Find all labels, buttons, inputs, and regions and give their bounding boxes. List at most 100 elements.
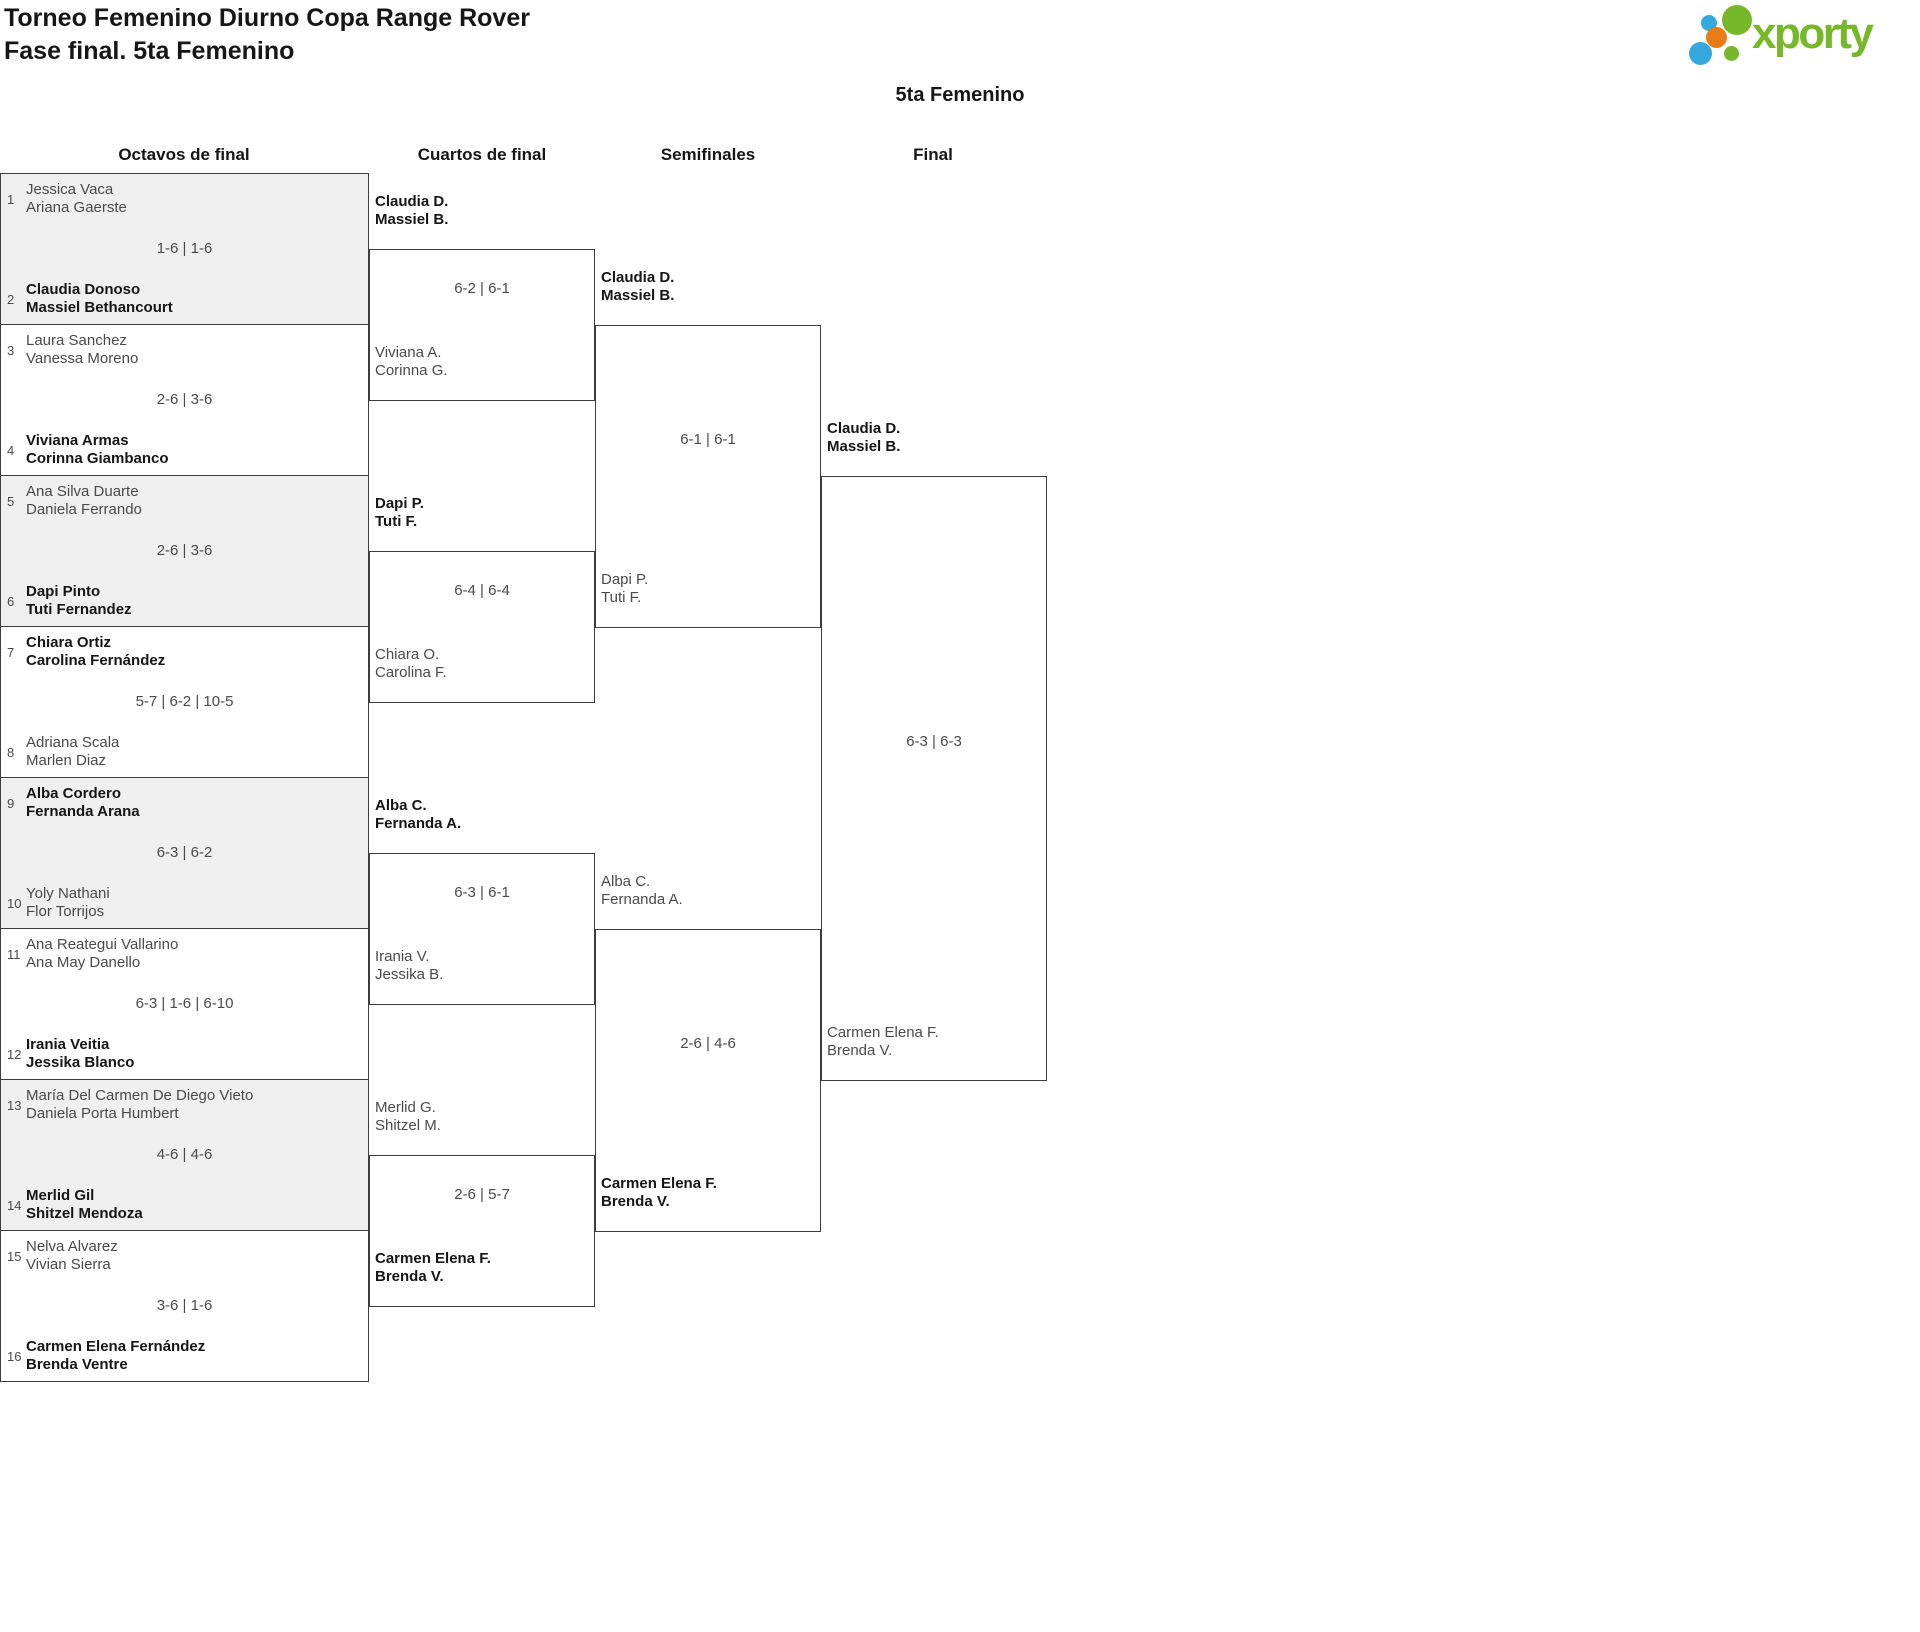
match-box-qf-3 xyxy=(369,853,595,1005)
team-label: Alba C.Fernanda A. xyxy=(375,797,461,833)
tournament-title: Torneo Femenino Diurno Copa Range Rover … xyxy=(4,2,530,68)
logo-dot-green-large-icon xyxy=(1722,5,1752,35)
player-name: Yoly Nathani xyxy=(26,885,110,902)
player-name: Ana Silva Duarte xyxy=(26,483,139,500)
player-name: Shitzel Mendoza xyxy=(26,1205,143,1222)
logo-dot-orange-icon xyxy=(1706,27,1727,48)
player-name: Ariana Gaerste xyxy=(26,199,127,216)
match-score: 6-3 | 1-6 | 6-10 xyxy=(135,995,234,1012)
player-name: María Del Carmen De Diego Vieto xyxy=(26,1087,254,1104)
round-header-4: Final xyxy=(913,145,953,164)
player-name: Fernanda A. xyxy=(375,815,462,832)
player-name: Jessika Blanco xyxy=(26,1054,135,1071)
seed-number: 5 xyxy=(7,493,15,509)
player-name: Carmen Elena F. xyxy=(827,1024,939,1041)
seed-number: 14 xyxy=(7,1197,22,1213)
logo-dot-blue-large-icon xyxy=(1689,42,1712,65)
player-name: Brenda Ventre xyxy=(26,1356,128,1373)
player-name: Ana May Danello xyxy=(26,954,141,971)
category-title: 5ta Femenino xyxy=(895,84,1025,106)
team-label: Alba C.Fernanda A. xyxy=(601,873,683,909)
xporty-logo[interactable]: xporty xyxy=(1686,0,1906,80)
seed-number: 13 xyxy=(7,1097,22,1113)
player-name: Massiel B. xyxy=(375,211,449,228)
match-score: 2-6 | 3-6 xyxy=(156,542,213,559)
player-name: Fernanda Arana xyxy=(26,803,140,820)
match-score: 4-6 | 4-6 xyxy=(156,1146,213,1163)
player-name: Massiel Bethancourt xyxy=(26,299,173,316)
seed-number: 16 xyxy=(7,1348,22,1364)
match-box-sf-2 xyxy=(595,929,821,1232)
player-name: Chiara Ortiz xyxy=(26,634,112,651)
round-header-1: Octavos de final xyxy=(118,145,250,164)
player-name: Brenda V. xyxy=(827,1042,893,1059)
match-box-qf-4 xyxy=(369,1155,595,1307)
player-name: Irania V. xyxy=(375,948,430,965)
player-name: Dapi Pinto xyxy=(26,583,101,600)
player-name: Jessica Vaca xyxy=(26,181,114,198)
player-name: Alba C. xyxy=(375,797,427,814)
player-name: Vanessa Moreno xyxy=(26,350,139,367)
match-box-qf-1 xyxy=(369,249,595,401)
player-name: Laura Sanchez xyxy=(26,332,127,349)
team-label: Dapi P.Tuti F. xyxy=(375,495,424,531)
tournament-title-line1: Torneo Femenino Diurno Copa Range Rover xyxy=(4,4,530,32)
player-name: Vivian Sierra xyxy=(26,1256,111,1273)
team-label: Carmen Elena F.Brenda V. xyxy=(601,1175,717,1211)
player-name: Dapi P. xyxy=(375,495,424,512)
team-label: Chiara O.Carolina F. xyxy=(375,646,447,682)
player-name: Corinna Giambanco xyxy=(26,450,169,467)
player-name: Claudia D. xyxy=(375,193,449,210)
seed-number: 10 xyxy=(7,895,22,911)
match-box-sf-1 xyxy=(595,325,821,628)
player-name: Brenda V. xyxy=(601,1193,670,1210)
player-name: Irania Veitia xyxy=(26,1036,110,1053)
seed-number: 11 xyxy=(7,946,21,962)
player-name: Viviana Armas xyxy=(26,432,129,449)
match-score: 3-6 | 1-6 xyxy=(156,1297,213,1314)
seed-number: 6 xyxy=(7,593,15,609)
match-score: 1-6 | 1-6 xyxy=(156,240,213,257)
match-score: 2-6 | 3-6 xyxy=(156,391,213,408)
player-name: Carmen Elena Fernández xyxy=(26,1338,206,1355)
player-name: Claudia D. xyxy=(827,420,901,437)
team-label: Dapi P.Tuti F. xyxy=(601,571,648,607)
player-name: Carmen Elena F. xyxy=(375,1250,491,1267)
team-label: Claudia D.Massiel B. xyxy=(827,420,900,456)
player-name: Tuti Fernandez xyxy=(26,601,132,618)
team-label: Carmen Elena F.Brenda V. xyxy=(827,1024,939,1060)
team-label: Viviana A.Corinna G. xyxy=(375,344,448,380)
match-box-qf-2 xyxy=(369,551,595,703)
seed-number: 2 xyxy=(7,291,15,307)
player-name: Claudia D. xyxy=(601,269,675,286)
seed-number: 9 xyxy=(7,795,15,811)
player-name: Marlen Diaz xyxy=(26,752,107,769)
player-name: Shitzel M. xyxy=(375,1117,441,1134)
team-label: Claudia D.Massiel B. xyxy=(601,269,674,305)
match-score: 2-6 | 4-6 xyxy=(680,1035,736,1052)
